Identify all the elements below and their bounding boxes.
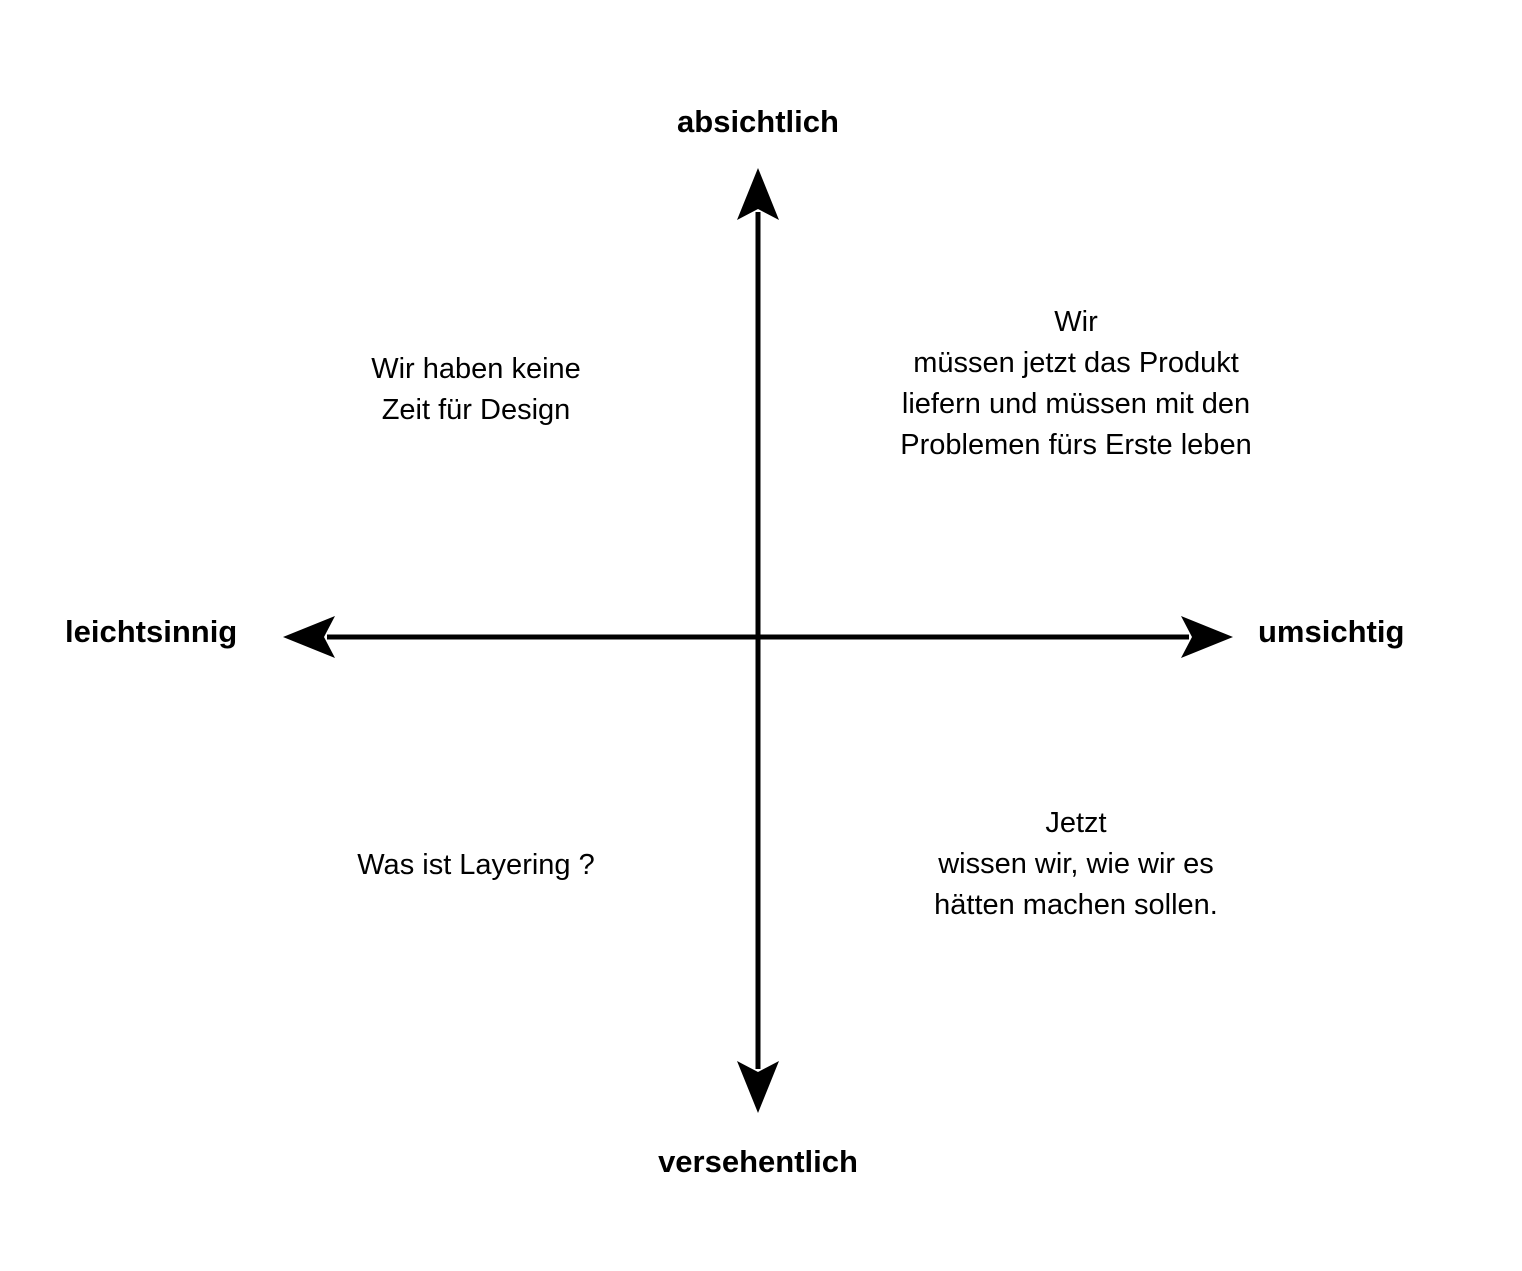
axis-arrowhead-up	[737, 168, 779, 220]
axis-label-left: leichtsinnig	[65, 614, 238, 649]
quadrant-text-bottom-left: Was ist Layering ?	[357, 849, 595, 881]
quadrant-text-top-right: Wir müssen jetzt das Produkt liefern und…	[900, 306, 1252, 461]
quadrant-text-top-left: Wir haben keine Zeit für Design	[371, 353, 581, 426]
vertical-axis	[737, 168, 779, 1113]
horizontal-axis	[283, 616, 1233, 658]
axis-arrowhead-left	[283, 616, 335, 658]
axis-arrowhead-right	[1181, 616, 1233, 658]
axis-label-right: umsichtig	[1258, 614, 1405, 649]
axis-label-top: absichtlich	[677, 104, 839, 139]
axis-label-bottom: versehentlich	[658, 1144, 858, 1179]
quadrant-text-bottom-right: Jetzt wissen wir, wie wir es hätten mach…	[934, 807, 1218, 921]
axis-arrowhead-down	[737, 1061, 779, 1113]
